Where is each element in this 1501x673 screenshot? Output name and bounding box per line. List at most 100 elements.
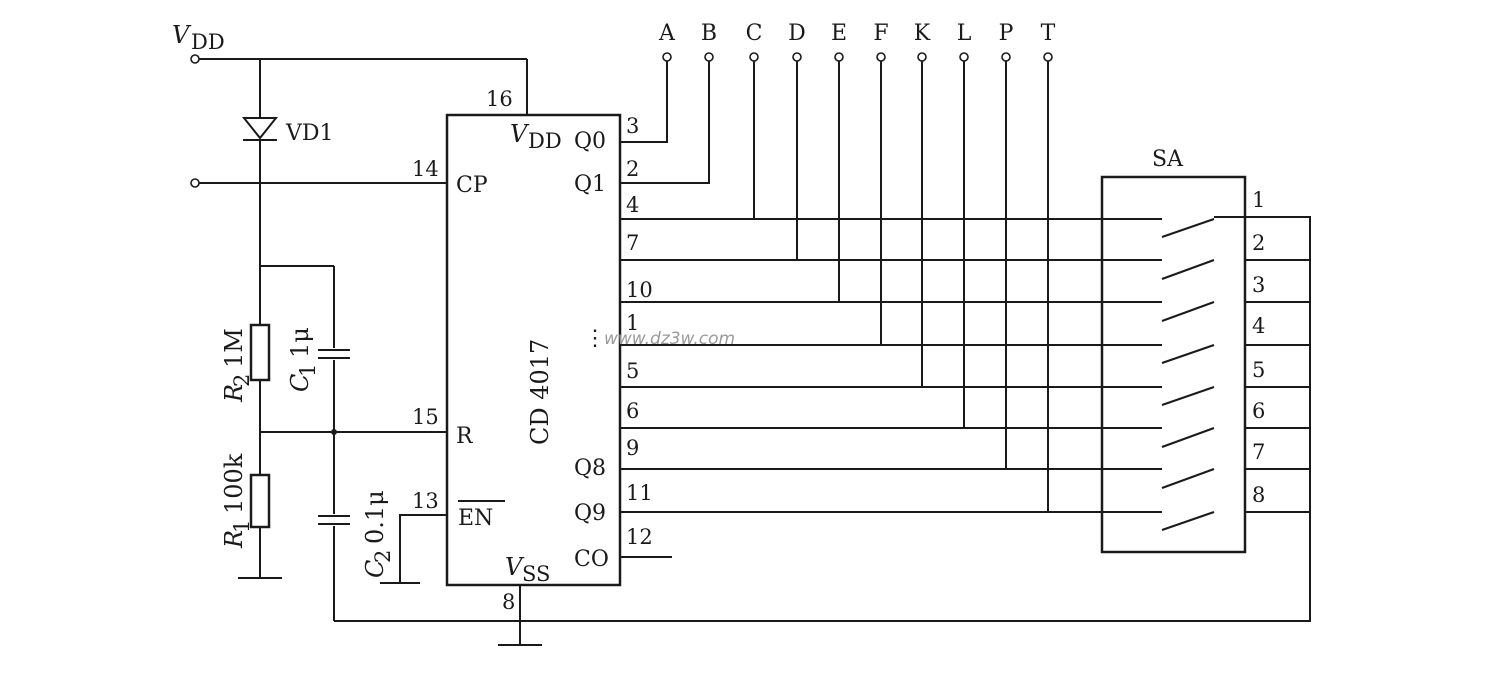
switch-position-8: 8 [1252, 483, 1265, 507]
ic-vdd-subscript: DD [528, 129, 562, 153]
ic-en-label: EN [458, 506, 493, 531]
cp-input [190, 178, 447, 188]
vdd-subscript: DD [191, 30, 225, 54]
ic-vss-label: V [505, 553, 525, 581]
output-label-d: D [788, 21, 806, 46]
pin-8-number: 8 [502, 590, 515, 614]
switch-contact-3[interactable] [1161, 301, 1215, 322]
switch-housing [1100, 175, 1247, 554]
output-label-f: F [873, 21, 888, 46]
svg-text:R: R [220, 384, 248, 403]
pin-11-number: 11 [626, 481, 653, 505]
svg-text:0.1μ: 0.1μ [361, 490, 389, 544]
output-label-l: L [957, 21, 972, 46]
switch-position-2: 2 [1252, 231, 1265, 255]
common-return-wire [334, 216, 1311, 622]
r2-c1-network: R 2 1M C 1 1μ [220, 265, 350, 514]
output-label-k: K [914, 21, 931, 46]
ic-co-label: CO [574, 547, 609, 572]
r1-body [249, 473, 271, 529]
output-terminal-a[interactable] [662, 52, 672, 62]
output-terminal-t[interactable] [1043, 52, 1053, 62]
pin-5-number: 5 [626, 359, 639, 383]
output-wiring [620, 60, 1162, 513]
switch-contact-4[interactable] [1161, 344, 1215, 364]
diode-label: VD1 [285, 121, 334, 146]
pin-16-number: 16 [486, 87, 513, 111]
svg-text:2: 2 [371, 550, 395, 563]
ic-vss-subscript: SS [522, 562, 550, 586]
output-terminals: A B C D E F K L P T [658, 21, 1056, 62]
switch-contact-1[interactable] [1161, 218, 1215, 238]
watermark-text: www.dz3w.com [604, 329, 735, 349]
en-ground-wire [399, 514, 447, 583]
vdd-supply: V DD [172, 21, 528, 115]
pin-4-number: 4 [626, 193, 639, 217]
svg-text:C: C [361, 560, 389, 578]
switch-position-6: 6 [1252, 399, 1265, 423]
output-terminal-l[interactable] [959, 52, 969, 62]
output-terminal-c[interactable] [749, 52, 759, 62]
svg-text:1: 1 [296, 364, 320, 377]
output-label-p: P [999, 21, 1014, 46]
c2-label: C 2 0.1μ [361, 490, 395, 578]
output-terminal-p[interactable] [1001, 52, 1011, 62]
pin-15-number: 15 [412, 405, 439, 429]
r2-body [249, 323, 271, 382]
ic-q9-label: Q9 [574, 501, 606, 526]
r1-label: R 1 100k [220, 453, 254, 549]
svg-text:R: R [220, 530, 248, 549]
output-terminal-d[interactable] [792, 52, 802, 62]
c2-capacitor: C 2 0.1μ [318, 490, 395, 621]
output-label-a: A [658, 21, 676, 46]
diode-triangle [241, 117, 279, 140]
pin-14-number: 14 [412, 157, 439, 181]
diode-vd1: VD1 [241, 59, 334, 325]
svg-text:100k: 100k [220, 453, 248, 514]
output-label-b: B [701, 21, 717, 46]
pin-3-number: 3 [626, 114, 639, 138]
pin-6-number: 6 [626, 399, 639, 423]
vdd-terminal[interactable] [190, 54, 200, 64]
pin-7-number: 7 [626, 231, 639, 255]
svg-text:1μ: 1μ [286, 327, 314, 358]
output-terminal-k[interactable] [917, 52, 927, 62]
switch-position-4: 4 [1252, 314, 1265, 338]
ic-vdd-label: V [510, 120, 530, 148]
switch-contact-7[interactable] [1161, 468, 1215, 489]
r1-resistor: R 1 100k [220, 453, 282, 579]
svg-text:1M: 1M [220, 328, 248, 368]
svg-text:1: 1 [230, 520, 254, 533]
q1-wire-b [620, 60, 710, 184]
switch-contact-5[interactable] [1161, 386, 1215, 406]
switch-contact-2[interactable] [1161, 259, 1215, 280]
r2-label: R 2 1M [220, 328, 254, 403]
ic-name-label: CD 4017 [526, 339, 554, 445]
output-terminal-b[interactable] [704, 52, 714, 62]
ic-q1-label: Q1 [574, 172, 606, 197]
svg-text:C: C [286, 374, 314, 392]
output-label-t: T [1041, 21, 1056, 46]
switch-contact-6[interactable] [1161, 427, 1215, 448]
pin-2-number: 2 [626, 157, 639, 181]
vdd-label: V [172, 21, 192, 49]
pin-13-number: 13 [412, 489, 439, 513]
output-label-e: E [831, 21, 847, 46]
cp-input-terminal[interactable] [190, 178, 200, 188]
switch-position-7: 7 [1252, 440, 1265, 464]
ic-r-label: R [456, 424, 474, 449]
switch-label: SA [1152, 147, 1184, 172]
output-terminal-f[interactable] [876, 52, 886, 62]
reset-junction-dot [331, 429, 337, 435]
output-label-c: C [746, 21, 763, 46]
selector-switch-sa[interactable]: SA 1 2 3 4 5 6 7 8 [1100, 147, 1310, 554]
ic-dots-label: ⋮ [584, 326, 606, 351]
c1-label: C 1 1μ [286, 327, 320, 392]
switch-contact-8[interactable] [1161, 511, 1215, 531]
svg-text:2: 2 [230, 374, 254, 387]
switch-position-5: 5 [1252, 358, 1265, 382]
output-terminal-e[interactable] [834, 52, 844, 62]
q0-wire-a [620, 60, 668, 143]
pin-1-number: 1 [626, 311, 639, 335]
